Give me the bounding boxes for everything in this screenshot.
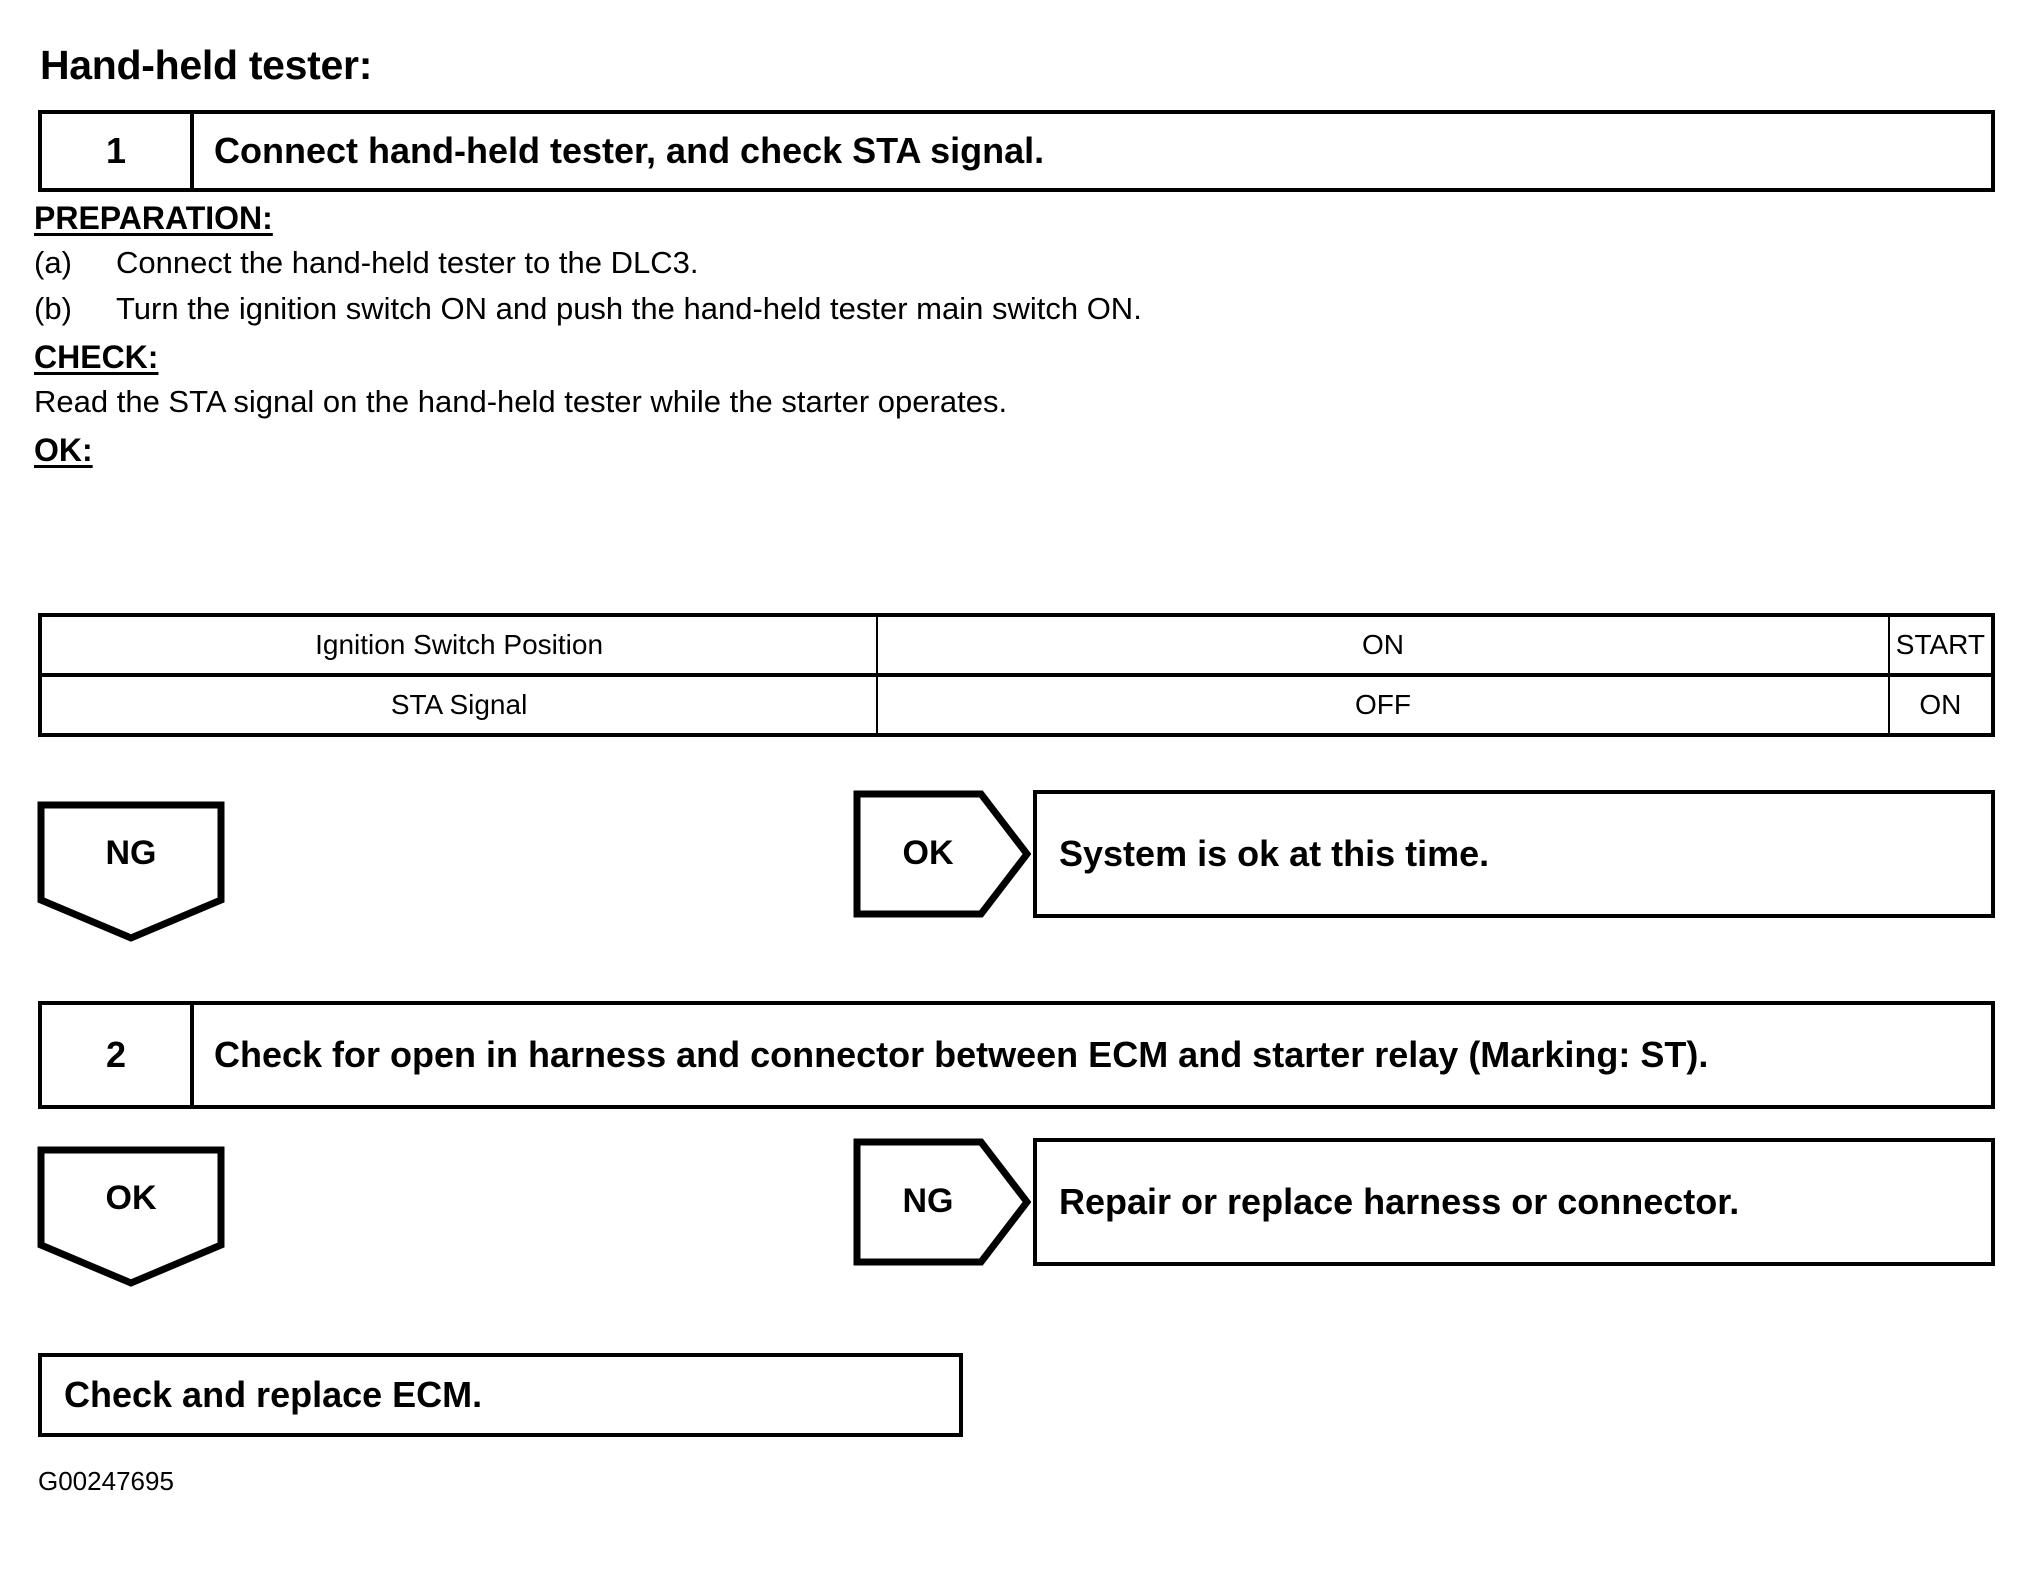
preparation-item-a-label: (a) bbox=[34, 245, 72, 280]
table-row: Ignition Switch Position ON START bbox=[40, 615, 1993, 677]
figure-code: G00247695 bbox=[38, 1466, 174, 1496]
step-2-ng-label: NG bbox=[902, 1182, 954, 1220]
step-1-ng-label: NG bbox=[105, 834, 157, 872]
preparation-block: PREPARATION: (a) Connect the hand-held t… bbox=[34, 200, 1634, 473]
step-1-number: 1 bbox=[42, 114, 194, 188]
step-1-box: 1 Connect hand-held tester, and check ST… bbox=[38, 110, 1995, 192]
cell-ignition-start: START bbox=[1887, 615, 1993, 677]
cell-sta-signal-label: STA Signal bbox=[40, 674, 879, 735]
preparation-item-b-text: Turn the ignition switch ON and push the… bbox=[116, 291, 1142, 327]
arrow-right-icon bbox=[853, 1138, 1031, 1266]
step-2-ok-label: OK bbox=[105, 1179, 157, 1217]
result-table: Ignition Switch Position ON START STA Si… bbox=[38, 613, 1995, 737]
preparation-item-b: (b) Turn the ignition switch ON and push… bbox=[34, 287, 1634, 331]
final-result-text: Check and replace ECM. bbox=[64, 1374, 483, 1415]
step-1-ok-result-text: System is ok at this time. bbox=[1059, 833, 1490, 874]
step-2-ng-result-text: Repair or replace harness or connector. bbox=[1059, 1181, 1740, 1222]
step-2-ok-arrow: OK bbox=[36, 1145, 226, 1288]
cell-ignition-on: ON bbox=[876, 615, 1890, 677]
step-2-box: 2 Check for open in harness and connecto… bbox=[38, 1001, 1995, 1109]
cell-ignition-switch-position: Ignition Switch Position bbox=[40, 615, 879, 677]
cell-sta-signal-start: ON bbox=[1887, 674, 1993, 735]
arrow-down-icon bbox=[37, 801, 225, 942]
step-2-ng-result-box: Repair or replace harness or connector. bbox=[1033, 1138, 1995, 1266]
preparation-item-b-label: (b) bbox=[34, 291, 72, 327]
step-1-ok-result-box: System is ok at this time. bbox=[1033, 790, 1995, 918]
check-text: Read the STA signal on the hand-held tes… bbox=[34, 384, 1008, 420]
ok-heading: OK: bbox=[34, 432, 93, 469]
step-2-text: Check for open in harness and connector … bbox=[214, 1033, 1709, 1075]
step-1-text: Connect hand-held tester, and check STA … bbox=[214, 129, 1045, 171]
step-2-ng-arrow: NG bbox=[853, 1138, 1031, 1266]
arrow-down-icon bbox=[37, 1146, 225, 1287]
preparation-heading: PREPARATION: bbox=[34, 200, 273, 236]
cell-sta-signal-on: OFF bbox=[876, 674, 1890, 735]
step-2-number: 2 bbox=[42, 1005, 194, 1105]
page-title: Hand-held tester: bbox=[40, 42, 373, 88]
step-1-ng-arrow: NG bbox=[36, 800, 226, 943]
final-result-box: Check and replace ECM. bbox=[38, 1353, 963, 1437]
step-1-ok-label: OK bbox=[902, 834, 954, 872]
preparation-item-a-text: Connect the hand-held tester to the DLC3… bbox=[116, 245, 699, 280]
table-row: STA Signal OFF ON bbox=[40, 674, 1993, 735]
check-heading: CHECK: bbox=[34, 339, 159, 376]
preparation-item-a: (a) Connect the hand-held tester to the … bbox=[34, 241, 1634, 285]
arrow-right-icon bbox=[853, 790, 1031, 918]
step-1-ok-arrow: OK bbox=[853, 790, 1031, 918]
